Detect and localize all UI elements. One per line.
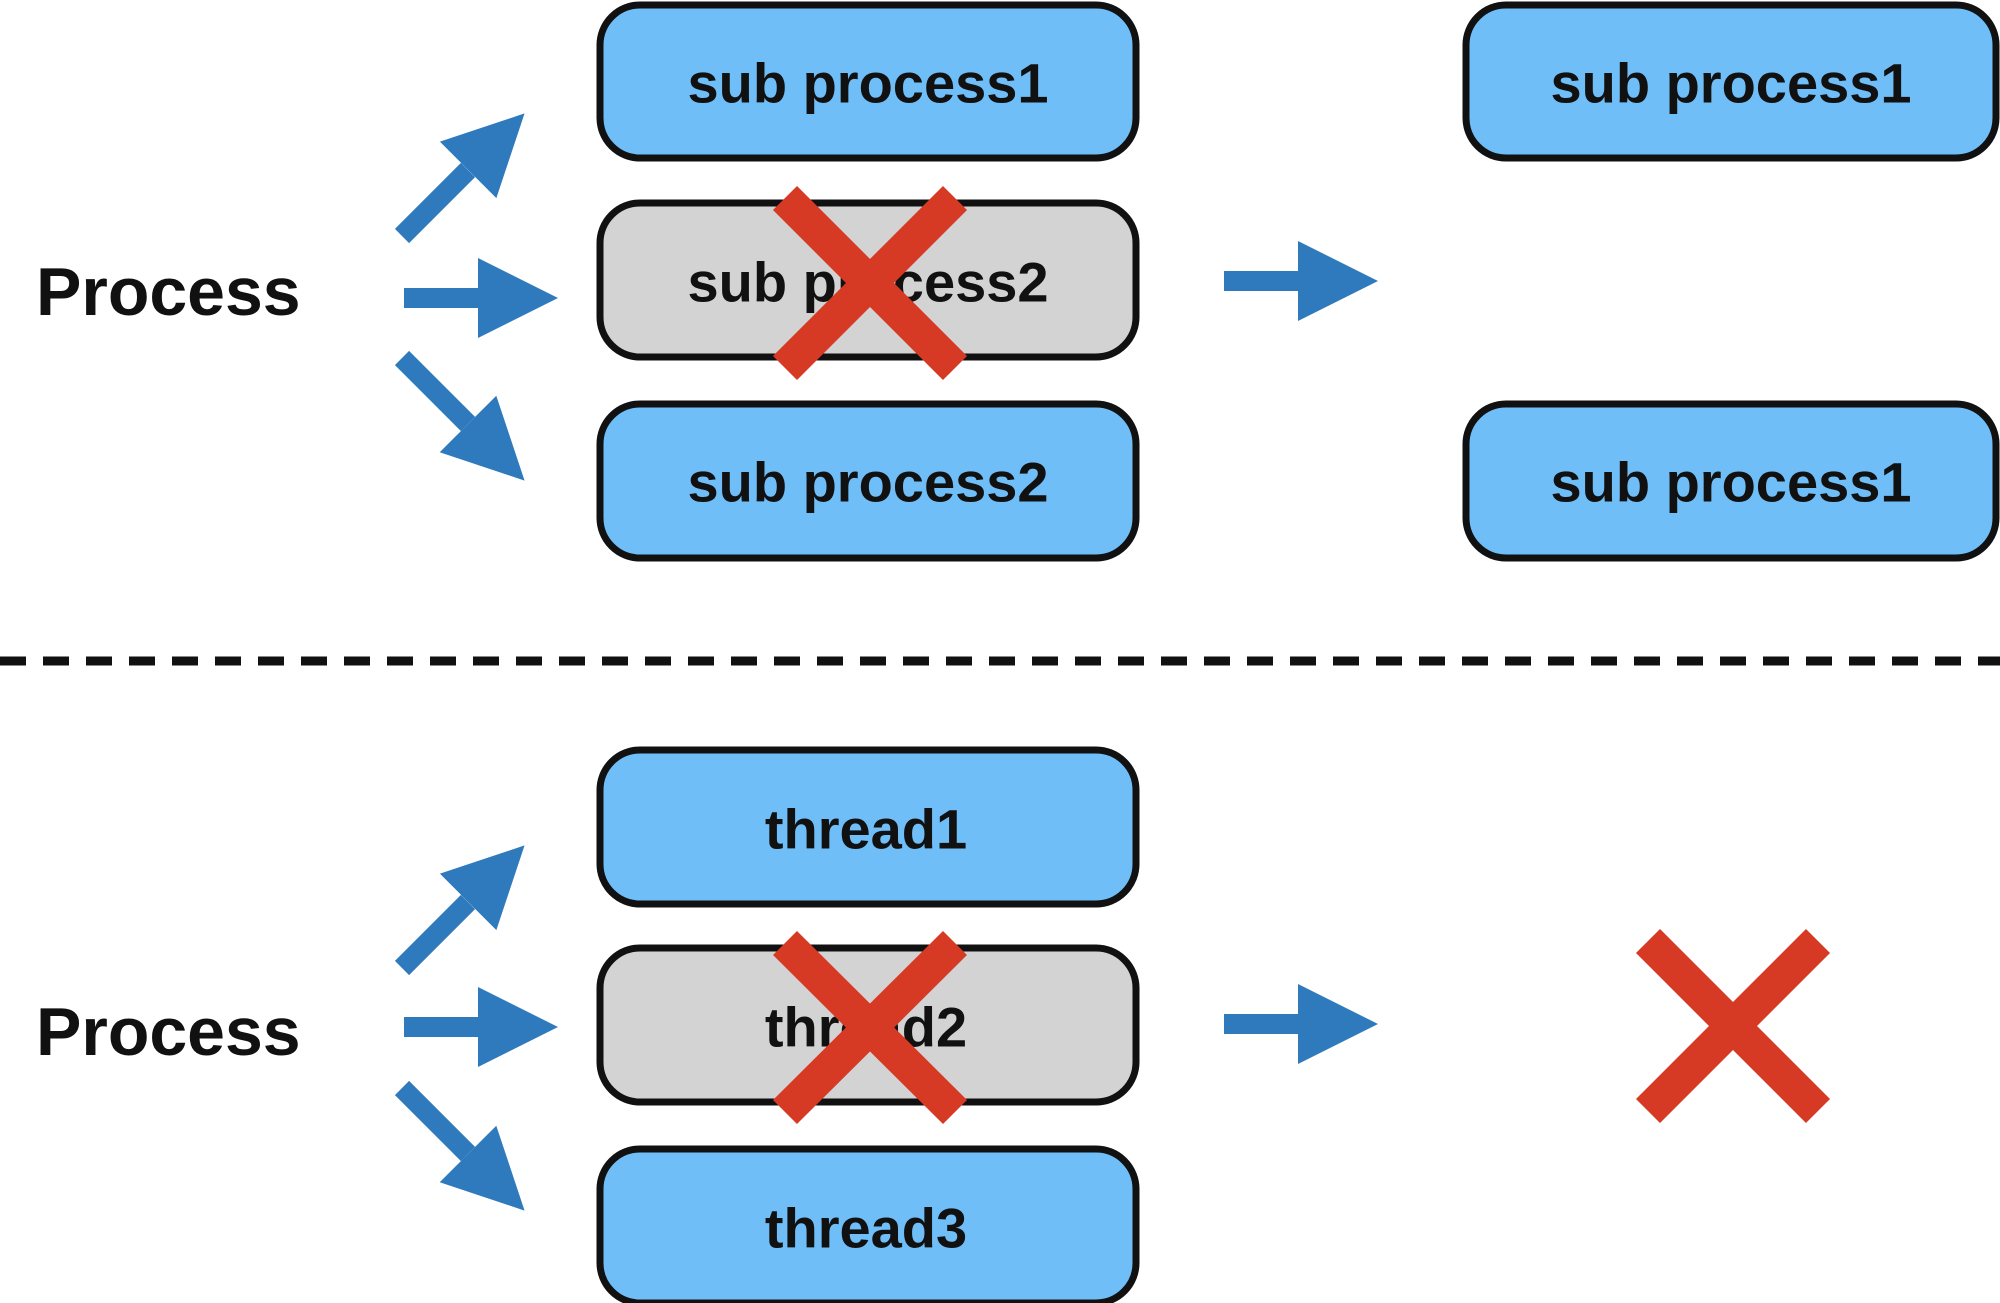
top-result-box-2-label: sub process1 <box>1550 451 1911 514</box>
bottom-box-1-label: thread1 <box>765 798 967 861</box>
bottom-process-label: Process <box>36 994 301 1070</box>
top-arrow-up <box>394 113 525 244</box>
top-section: Process sub process1 sub process2 sub pr… <box>36 1 2000 562</box>
top-result-box-2: sub process1 <box>1462 400 2000 562</box>
top-box-3: sub process2 <box>596 400 1140 562</box>
bottom-box-3: thread3 <box>596 1145 1140 1303</box>
bottom-arrow-up <box>394 845 525 976</box>
top-box-1: sub process1 <box>596 1 1140 162</box>
process-crash-cross-icon <box>1635 928 1831 1124</box>
top-failure-cross-icon <box>772 185 968 381</box>
top-fanout-arrows <box>394 113 558 481</box>
bottom-section: Process thread1 thread2 thread3 <box>36 746 1831 1303</box>
bottom-box-1: thread1 <box>596 746 1140 908</box>
top-box-3-label: sub process2 <box>687 451 1048 514</box>
bottom-failure-cross-icon <box>773 930 967 1125</box>
bottom-fanout-arrows <box>394 845 558 1211</box>
top-arrow-down <box>394 350 525 481</box>
bottom-box-3-label: thread3 <box>765 1197 967 1260</box>
top-process-label: Process <box>36 254 301 330</box>
bottom-arrow-down <box>394 1080 525 1211</box>
top-result-box-1-label: sub process1 <box>1550 52 1911 115</box>
top-box-1-label: sub process1 <box>687 52 1048 115</box>
top-result-box-1: sub process1 <box>1462 1 2000 162</box>
